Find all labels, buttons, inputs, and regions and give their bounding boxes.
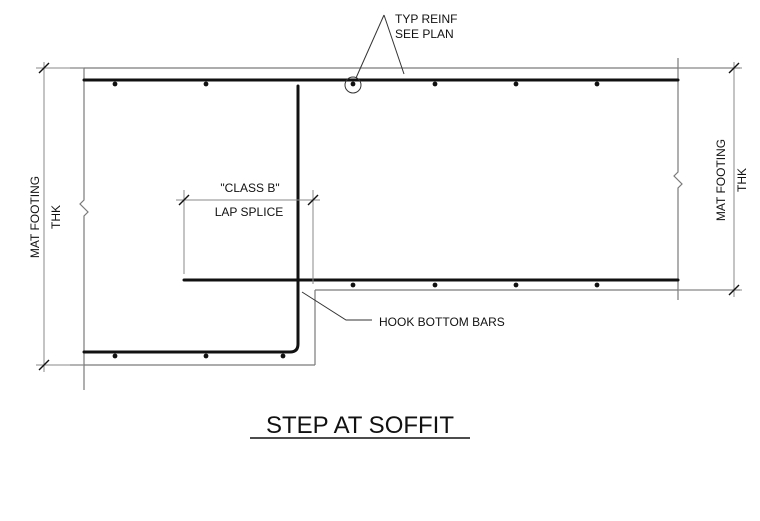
left-thk-label: THK: [49, 205, 63, 229]
dim-tick: [38, 62, 50, 74]
right-thk-label: THK: [735, 168, 749, 192]
rebar-dots: [112, 81, 600, 359]
rebar-dot: [280, 353, 286, 359]
detail-title: STEP AT SOFFIT: [266, 412, 454, 439]
dim-tick: [728, 62, 740, 74]
rebar-dot: [432, 81, 438, 87]
rebar-dot: [112, 353, 118, 359]
dim-tick: [38, 359, 50, 371]
typ-reinf-label: TYP REINF: [395, 12, 457, 26]
leader-hook-bottom-bars: [301, 291, 372, 321]
rebar-dot: [203, 353, 209, 359]
left-break-line: [79, 68, 89, 390]
callout-circle: [344, 76, 362, 94]
see-plan-label: SEE PLAN: [395, 27, 454, 41]
reinforcing-bars: [82, 78, 680, 354]
left-mat-footing-label: MAT FOOTING: [28, 176, 42, 258]
dim-tick: [178, 194, 190, 206]
dim-tick: [728, 284, 740, 296]
hooked-bottom-bar: [82, 84, 300, 354]
right-break-line: [673, 58, 683, 300]
hook-bottom-bars-label: HOOK BOTTOM BARS: [379, 315, 505, 329]
rebar-dot: [594, 282, 600, 288]
rebar-dot: [432, 282, 438, 288]
dim-tick: [307, 194, 319, 206]
left-thickness-dimension: [36, 62, 84, 372]
right-mat-footing-label: MAT FOOTING: [714, 139, 728, 221]
leader-typ-reinf-a: [355, 14, 385, 79]
rebar-dot: [350, 81, 356, 87]
lap-splice-dimension: [176, 190, 320, 284]
rebar-dot: [350, 282, 356, 288]
rebar-dot: [112, 81, 118, 87]
lap-splice-label: LAP SPLICE: [215, 205, 283, 219]
leader-typ-reinf-b: [383, 14, 405, 75]
rebar-dot: [203, 81, 209, 87]
concrete-outline: [70, 58, 740, 390]
class-b-label: "CLASS B": [220, 181, 279, 195]
rebar-dot: [513, 81, 519, 87]
rebar-dot: [594, 81, 600, 87]
right-thickness-dimension: [678, 62, 742, 297]
rebar-dot: [513, 282, 519, 288]
